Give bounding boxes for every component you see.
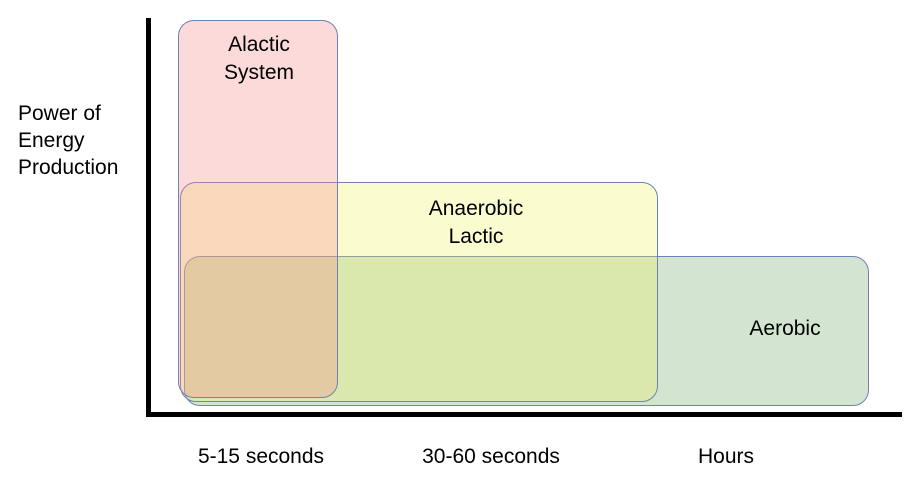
energy-system-label-alactic: Alactic System	[223, 33, 294, 84]
energy-system-box-alactic: Alactic System	[178, 20, 338, 398]
y-axis-title: Power of Energy Production	[18, 102, 119, 179]
energy-system-box-aerobic: Aerobic	[184, 256, 869, 406]
x-axis-line	[146, 412, 902, 417]
x-axis-tick-label-2: Hours	[697, 445, 755, 468]
energy-system-label-anaerobic-lactic: Anaerobic Lactic	[428, 197, 524, 248]
energy-system-box-anaerobic-lactic: Anaerobic Lactic	[180, 182, 658, 402]
energy-system-label-aerobic: Aerobic	[749, 317, 821, 340]
y-axis-line	[146, 18, 151, 417]
x-axis-tick-label-0: 5-15 seconds	[197, 445, 325, 468]
x-axis-tick-label-1: 30-60 seconds	[422, 445, 560, 468]
